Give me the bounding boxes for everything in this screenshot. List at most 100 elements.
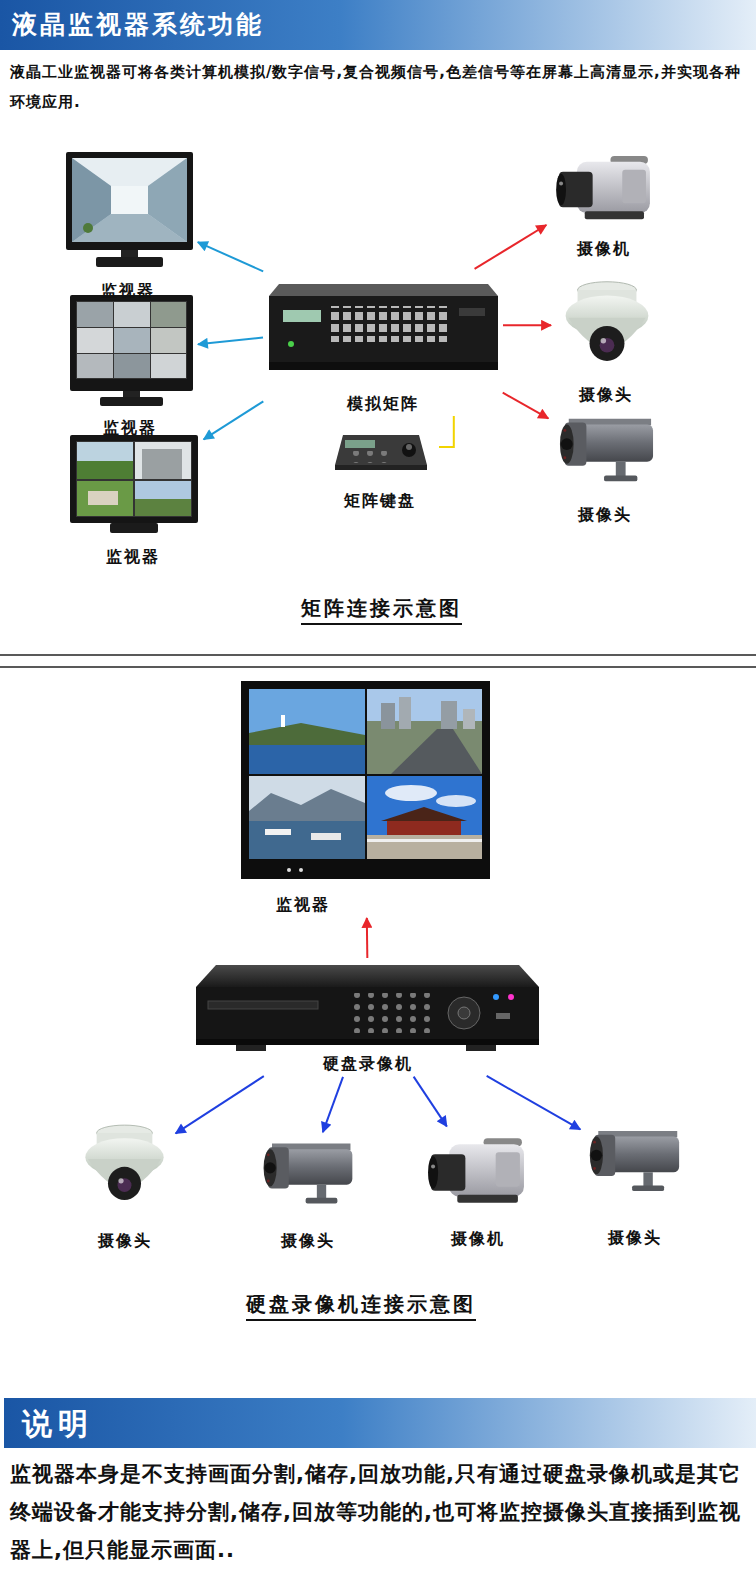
device-label: 摄像机: [449, 1229, 507, 1248]
illustration-part: [466, 1045, 496, 1051]
illustration-part: [111, 186, 148, 214]
device-node: 监视器: [60, 150, 196, 302]
keyboard-picture: [335, 435, 427, 470]
illustration-part: [77, 481, 133, 516]
illustration-part: [72, 158, 187, 242]
device-node: 模拟矩阵: [265, 270, 501, 415]
device-label: 摄像头: [576, 505, 634, 524]
device-node: 摄像头: [254, 1134, 362, 1252]
illustration-part: [66, 152, 193, 250]
device-node: 摄像机: [548, 150, 660, 260]
figure-caption: 矩阵连接示意图: [301, 596, 462, 625]
body-text: 监视器本身是不支持画面分割,储存,回放功能,只有通过硬盘录像机或是其它终端设备才…: [10, 1455, 748, 1569]
connector-arrow: [414, 1077, 447, 1127]
illustration-part: [135, 442, 191, 479]
illustration-part: [508, 994, 514, 1000]
illustration-part: [151, 302, 186, 327]
connector-arrow: [366, 918, 369, 958]
device-node: 摄像头: [76, 1114, 174, 1252]
device-label: 监视器: [99, 281, 157, 300]
illustration-part: [391, 729, 482, 774]
illustration-part: [241, 681, 490, 879]
connector-arrow: [198, 338, 263, 345]
illustration-part: [77, 461, 133, 479]
illustration-part: [381, 703, 395, 729]
figure-caption: 硬盘录像机连接示意图: [246, 1292, 476, 1321]
monitor-picture: [241, 681, 490, 879]
device-label: 监视器: [104, 547, 162, 566]
illustration-part: [88, 491, 118, 505]
monitor-picture: [70, 435, 198, 533]
illustration-part: [367, 839, 482, 842]
illustration-part: [448, 997, 480, 1029]
device-node: 硬盘录像机: [192, 960, 544, 1075]
illustration-part: [249, 723, 365, 745]
device-node: 监视器: [64, 433, 202, 568]
dvr-picture: [196, 965, 539, 1051]
illustration-part: [496, 1013, 510, 1019]
illustration-part: [367, 835, 482, 859]
device-label: 监视器: [101, 418, 159, 437]
bullet-camera-picture: [590, 1131, 679, 1191]
connector-arrow: [176, 1076, 264, 1133]
section-bar: [4, 1398, 756, 1448]
illustration-part: [77, 442, 133, 479]
illustration-part: [493, 994, 499, 1000]
illustration-part: [381, 807, 467, 821]
illustration-part: [100, 397, 163, 406]
illustration-part: [265, 829, 291, 835]
illustration-part: [77, 302, 113, 327]
device-node: 摄像头: [553, 276, 659, 406]
device-node: 摄像头: [550, 408, 660, 526]
illustration-part: [151, 354, 186, 378]
illustration-part: [335, 435, 427, 465]
device-label: 摄像头: [606, 1228, 664, 1247]
illustration-part: [114, 302, 150, 327]
illustration-part: [114, 328, 150, 353]
illustration-part: [83, 223, 93, 233]
dome-camera-picture: [85, 1125, 163, 1200]
illustration-part: [236, 1045, 266, 1051]
illustration-part: [77, 328, 113, 353]
connector-arrow: [487, 1076, 581, 1129]
bullet-camera-picture: [560, 419, 653, 482]
illustration-part: [121, 250, 138, 258]
illustration-part: [96, 257, 163, 267]
illustration-part: [135, 499, 191, 516]
connector-arrow: [198, 242, 263, 271]
illustration-part: [346, 993, 430, 1033]
camcorder-picture: [428, 1138, 524, 1203]
device-label: 矩阵键盘: [342, 491, 418, 510]
device-label: 硬盘录像机: [321, 1054, 415, 1073]
illustration-part: [458, 1007, 470, 1019]
illustration-part: [335, 465, 427, 470]
illustration-part: [311, 833, 341, 840]
illustration-part: [249, 821, 365, 859]
device-label: 摄像头: [577, 385, 635, 404]
connector-arrow: [503, 324, 551, 326]
bullet-camera-picture: [264, 1144, 353, 1204]
illustration-part: [283, 310, 321, 322]
illustration-part: [345, 451, 395, 463]
body-text: 液晶工业监视器可将各类计算机模拟/数字信号,复合视频信号,色差信号等在屏幕上高清…: [10, 57, 748, 117]
illustration-part: [249, 689, 482, 859]
illustration-part: [110, 523, 158, 533]
device-node: 矩阵键盘: [322, 430, 438, 512]
illustration-part: [70, 435, 198, 523]
header-bar: [0, 0, 756, 50]
illustration-part: [441, 701, 457, 729]
device-node: 监视器: [236, 678, 494, 916]
device-label: 模拟矩阵: [345, 394, 421, 413]
illustration-part: [367, 776, 482, 859]
illustration-part: [269, 362, 498, 370]
monitor-picture: [70, 295, 193, 406]
illustration-part: [208, 1001, 318, 1009]
illustration-part: [196, 987, 539, 1039]
connector-arrow: [503, 393, 549, 419]
illustration-part: [135, 481, 191, 516]
